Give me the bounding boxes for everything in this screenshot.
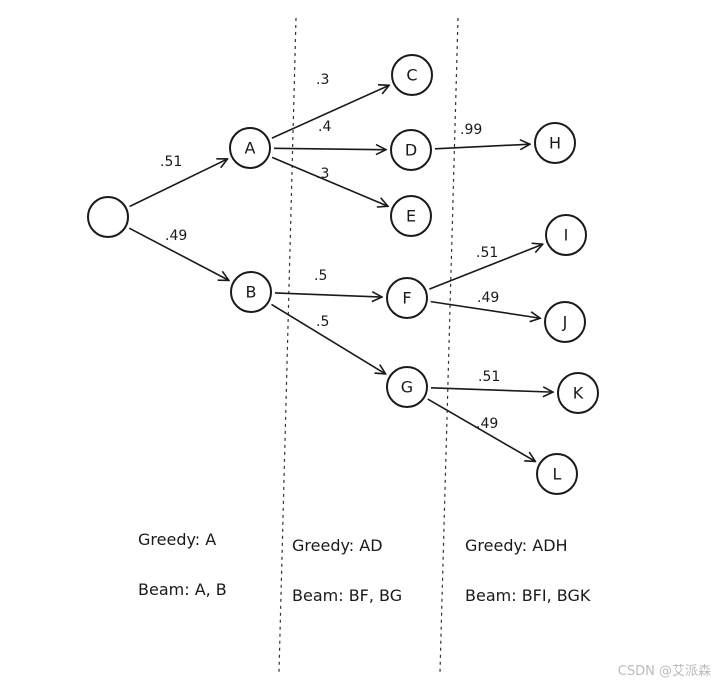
node-circle bbox=[544, 301, 586, 343]
edge-label-a-d: .4 bbox=[318, 119, 331, 135]
node-label: C bbox=[406, 66, 417, 85]
node-label: A bbox=[245, 139, 256, 158]
node-circle bbox=[386, 366, 428, 408]
node-label: B bbox=[246, 283, 257, 302]
edge-root-a bbox=[129, 159, 228, 208]
edge-a-c bbox=[271, 85, 389, 139]
edge-label-root-a: .51 bbox=[160, 154, 182, 170]
edge-a-d bbox=[273, 148, 386, 149]
edge-f-j bbox=[430, 300, 541, 319]
node-circle bbox=[534, 122, 576, 164]
node-label: H bbox=[549, 134, 561, 153]
node-label: L bbox=[553, 465, 562, 484]
node-circle bbox=[390, 195, 432, 237]
node-label: I bbox=[564, 226, 569, 245]
node-circle bbox=[230, 271, 272, 313]
node-label: D bbox=[405, 141, 417, 160]
node-k: K bbox=[557, 372, 599, 414]
beam-step-3: Beam: BFI, BGK bbox=[465, 586, 591, 605]
node-h: H bbox=[534, 122, 576, 164]
edge-label-g-l: .49 bbox=[476, 416, 498, 432]
node-circle bbox=[545, 214, 587, 256]
node-d: D bbox=[390, 129, 432, 171]
node-label: K bbox=[573, 384, 584, 403]
node-label: E bbox=[406, 207, 416, 226]
edge-b-g bbox=[271, 303, 385, 374]
node-c: C bbox=[391, 54, 433, 96]
step-divider-2 bbox=[439, 17, 459, 673]
node-g: G bbox=[386, 366, 428, 408]
edge-label-root-b: .49 bbox=[165, 228, 187, 244]
edge-g-l bbox=[427, 398, 536, 461]
node-circle bbox=[87, 196, 129, 238]
edge-label-b-g: .5 bbox=[316, 314, 329, 330]
node-circle bbox=[557, 372, 599, 414]
node-circle bbox=[229, 127, 271, 169]
watermark: CSDN @艾派森 bbox=[617, 664, 711, 679]
edge-a-e bbox=[271, 156, 388, 206]
beam-step-1: Beam: A, B bbox=[138, 580, 227, 599]
node-circle bbox=[386, 277, 428, 319]
edge-label-f-i: .51 bbox=[476, 245, 498, 261]
node-l: L bbox=[536, 453, 578, 495]
edge-f-i bbox=[429, 244, 542, 290]
edge-label-b-f: .5 bbox=[314, 268, 327, 284]
node-i: I bbox=[545, 214, 587, 256]
edge-label-a-e: .3 bbox=[316, 166, 329, 182]
edge-root-b bbox=[128, 227, 229, 280]
greedy-step-2: Greedy: AD bbox=[292, 536, 383, 555]
node-b: B bbox=[230, 271, 272, 313]
greedy-step-3: Greedy: ADH bbox=[465, 536, 568, 555]
edge-label-g-k: .51 bbox=[478, 369, 500, 385]
edge-g-k bbox=[430, 388, 553, 392]
node-a: A bbox=[229, 127, 271, 169]
edge-d-h bbox=[434, 144, 530, 149]
edge-label-f-j: .49 bbox=[477, 290, 499, 306]
node-circle bbox=[391, 54, 433, 96]
node-j: J bbox=[544, 301, 586, 343]
edge-b-f bbox=[274, 293, 382, 297]
greedy-step-1: Greedy: A bbox=[138, 530, 217, 549]
node-f: F bbox=[386, 277, 428, 319]
node-label: G bbox=[401, 378, 413, 397]
node-label: F bbox=[402, 289, 411, 308]
node-circle bbox=[536, 453, 578, 495]
edge-label-a-c: .3 bbox=[316, 72, 329, 88]
node-circle bbox=[390, 129, 432, 171]
beam-step-2: Beam: BF, BG bbox=[292, 586, 403, 605]
edge-label-d-h: .99 bbox=[460, 122, 482, 138]
node-root bbox=[87, 196, 129, 238]
step-divider-1 bbox=[278, 17, 297, 673]
node-label: J bbox=[562, 313, 568, 332]
node-e: E bbox=[390, 195, 432, 237]
